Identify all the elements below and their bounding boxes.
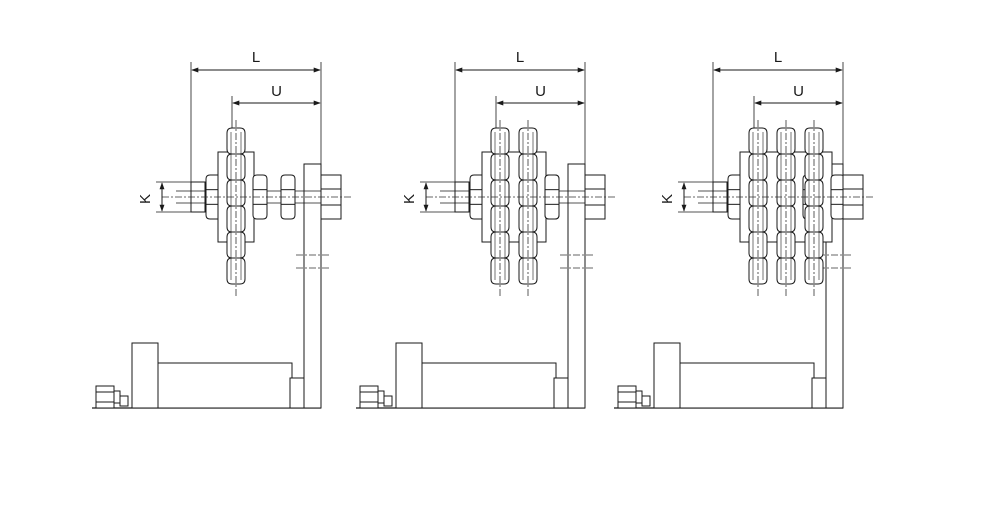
dimension-label-u: U: [535, 83, 546, 100]
dimension-label-k: K: [659, 194, 676, 204]
assembly-single: LU K: [92, 49, 353, 409]
sprocket-icon: [490, 120, 510, 296]
assembly-double: LU K: [356, 49, 617, 409]
bracket-plate: [303, 163, 322, 409]
dimension-label-u: U: [271, 83, 282, 100]
sprocket-icon: [804, 120, 824, 296]
dimension-label-l: L: [252, 49, 260, 66]
sprocket-icon: [776, 120, 796, 296]
dimension-label-l: L: [516, 49, 524, 66]
assembly-triple: LU K: [614, 49, 875, 409]
dimension-label-l: L: [774, 49, 782, 66]
sprocket-icon: [518, 120, 538, 296]
dimension-label-k: K: [137, 194, 154, 204]
bracket-plate: [567, 163, 586, 409]
dimension-label-u: U: [793, 83, 804, 100]
sprocket-icon: [748, 120, 768, 296]
dimension-label-k: K: [401, 194, 418, 204]
sprocket-icon: [226, 120, 246, 296]
